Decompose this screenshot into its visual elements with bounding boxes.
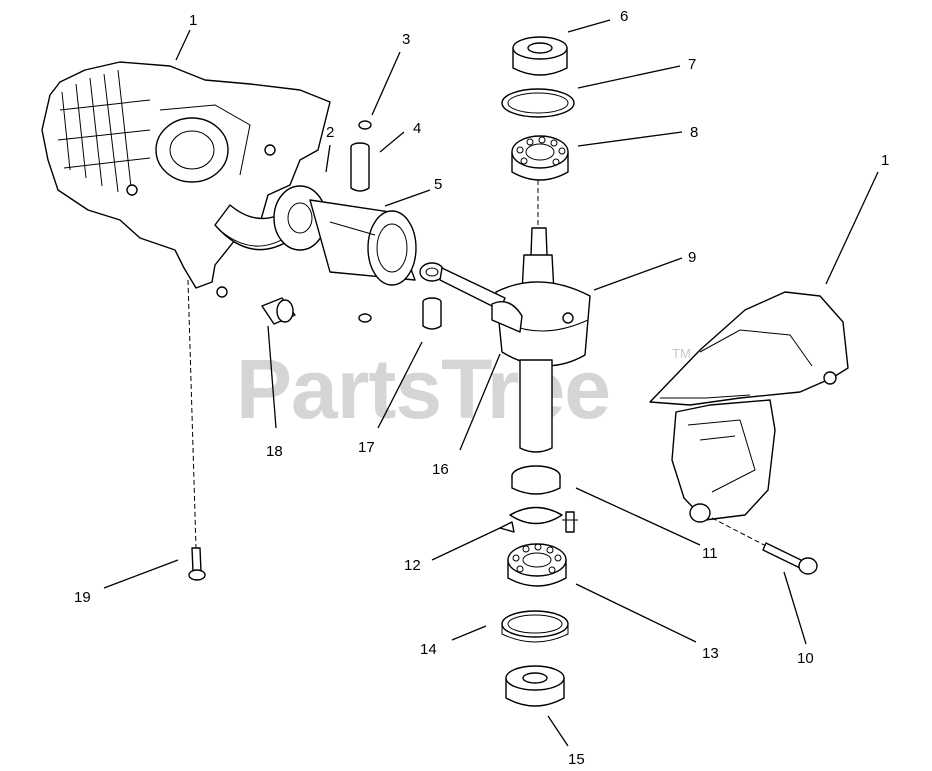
snap-ring-14[interactable] bbox=[501, 610, 569, 643]
callout-10: 10 bbox=[797, 650, 814, 667]
pin-clip-3-bottom[interactable] bbox=[358, 313, 372, 323]
snap-ring-7[interactable] bbox=[501, 88, 575, 118]
wrist-pin-4[interactable] bbox=[350, 142, 370, 192]
ball-bearing-8[interactable] bbox=[511, 135, 569, 181]
seal-6[interactable] bbox=[512, 36, 568, 76]
ball-bearing-13[interactable] bbox=[507, 543, 567, 587]
callout-16: 16 bbox=[432, 461, 449, 478]
watermark-trademark: TM bbox=[672, 346, 691, 361]
crankshaft-9[interactable] bbox=[495, 180, 591, 453]
clamp-12[interactable] bbox=[499, 506, 578, 533]
piston-5[interactable] bbox=[273, 185, 417, 286]
callout-12: 12 bbox=[404, 557, 421, 574]
bushing-18[interactable] bbox=[261, 297, 296, 325]
callout-7: 7 bbox=[688, 56, 696, 73]
leader-lines bbox=[103, 19, 879, 747]
callout-14: 14 bbox=[420, 641, 437, 658]
callout-11: 11 bbox=[702, 545, 718, 562]
callout-15: 15 bbox=[568, 751, 585, 768]
callout-5: 5 bbox=[434, 176, 442, 193]
callout-8: 8 bbox=[690, 124, 698, 141]
callout-9: 9 bbox=[688, 249, 696, 266]
screw-19[interactable] bbox=[187, 279, 206, 581]
callout-6: 6 bbox=[620, 8, 628, 25]
needle-bearing-17[interactable] bbox=[422, 297, 442, 330]
callout-18: 18 bbox=[266, 443, 283, 460]
bolt-10[interactable] bbox=[711, 517, 818, 575]
callout-17: 17 bbox=[358, 439, 375, 456]
callout-3: 3 bbox=[402, 31, 410, 48]
callout-2: 2 bbox=[326, 124, 334, 141]
crankcase-left-half[interactable] bbox=[41, 61, 331, 298]
ring-11[interactable] bbox=[511, 465, 561, 495]
seal-15[interactable] bbox=[505, 665, 565, 707]
callout-19: 19 bbox=[74, 589, 91, 606]
callout-13: 13 bbox=[702, 645, 719, 662]
callout-4: 4 bbox=[413, 120, 421, 137]
callout-labels: 1 1 2 3 4 5 6 7 8 9 10 11 12 13 14 15 16… bbox=[74, 8, 889, 768]
crankcase-right-half[interactable] bbox=[649, 291, 849, 523]
connecting-rod-16[interactable] bbox=[419, 262, 523, 333]
callout-1-right: 1 bbox=[881, 152, 889, 169]
callout-1-left: 1 bbox=[189, 12, 197, 29]
pin-clip-3-top[interactable] bbox=[358, 120, 372, 130]
